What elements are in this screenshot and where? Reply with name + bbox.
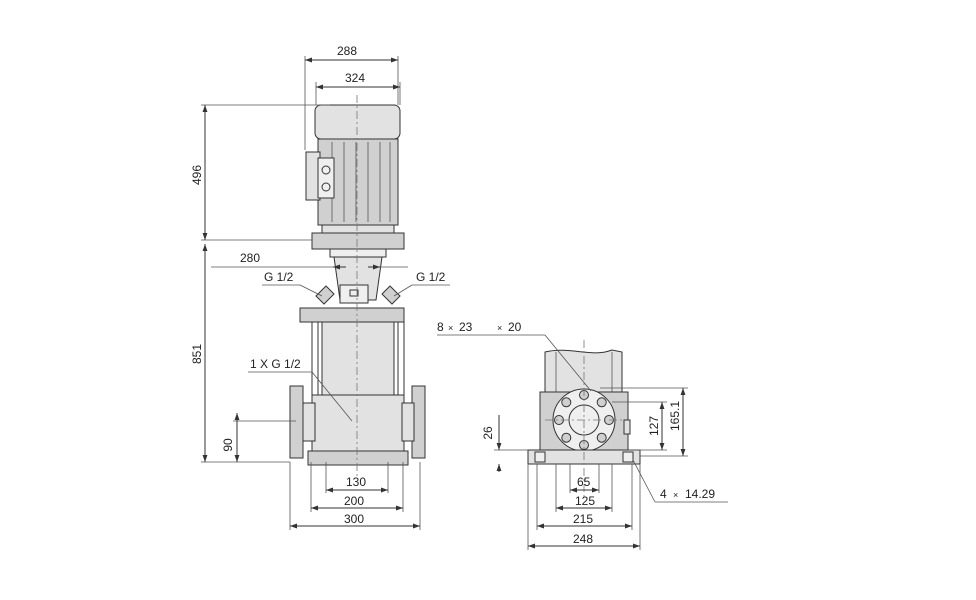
- motor: [305, 104, 405, 250]
- label-flange-holes-count: 8: [437, 320, 444, 334]
- base-foot-hole-icon: [534, 451, 546, 463]
- label-flange-holes-b: 20: [508, 320, 522, 334]
- side-sleeve: [544, 349, 623, 393]
- bolt-hole-icon: [561, 397, 572, 408]
- label-base-holes-dia: 14.29: [685, 487, 715, 501]
- outlet-neck: [401, 402, 415, 442]
- dim-90: 90: [221, 438, 235, 452]
- dim-165: 165.1: [668, 401, 682, 431]
- motor-stool-flange: [311, 232, 405, 250]
- label-flange-holes-x2: ×: [497, 323, 502, 333]
- side-view: [527, 340, 641, 500]
- dim-125: 125: [575, 494, 595, 508]
- inlet-flange: [289, 385, 304, 459]
- dimensions-front: 288 324 496 851 280 90 130 200: [190, 44, 421, 530]
- dim-300: 300: [344, 512, 364, 526]
- base-body: [311, 394, 405, 452]
- motor-flange: [321, 224, 395, 234]
- coupling-stool: [299, 248, 405, 323]
- label-base-holes-x: ×: [673, 490, 678, 500]
- base-foot-hole-icon: [622, 451, 634, 463]
- dim-280: 280: [240, 251, 260, 265]
- dim-324: 324: [345, 71, 365, 85]
- dim-248: 248: [573, 532, 593, 546]
- dim-127: 127: [647, 416, 661, 436]
- dim-215: 215: [573, 512, 593, 526]
- label-base-holes-count: 4: [660, 487, 667, 501]
- port-plug-left-icon: [315, 285, 335, 305]
- dim-288: 288: [337, 44, 357, 58]
- label-port-right: G 1/2: [416, 270, 446, 284]
- terminal-plate: [317, 157, 335, 199]
- dim-200: 200: [344, 494, 364, 508]
- dim-851: 851: [190, 344, 204, 364]
- front-view: [289, 95, 426, 478]
- dim-26: 26: [481, 426, 495, 440]
- dimensions-side: 8 × 23 × 20 26 127 165.1 65 125 215: [437, 320, 728, 550]
- pump-base: [289, 385, 426, 466]
- bolt-hole-icon: [596, 397, 607, 408]
- port-plug-right-icon: [381, 285, 401, 305]
- cable-gland-icon: [321, 165, 331, 175]
- coupling-screw-icon: [349, 289, 359, 297]
- bolt-hole-icon: [561, 432, 572, 443]
- label-drain: 1 X G 1/2: [250, 357, 301, 371]
- cable-gland-icon: [321, 182, 331, 192]
- bolt-hole-icon: [596, 432, 607, 443]
- pump-head: [299, 307, 405, 323]
- port-labels: G 1/2 G 1/2 1 X G 1/2: [248, 270, 450, 422]
- base-plate: [307, 450, 409, 466]
- motor-top-cover: [314, 104, 401, 140]
- label-port-left: G 1/2: [264, 270, 294, 284]
- label-flange-holes-a: 23: [459, 320, 473, 334]
- dim-130: 130: [346, 475, 366, 489]
- inlet-neck: [302, 402, 316, 442]
- dim-496: 496: [190, 165, 204, 185]
- coupling-guard: [339, 284, 369, 304]
- label-flange-holes-x1: ×: [448, 323, 453, 333]
- stool-ring: [329, 248, 387, 258]
- dim-65: 65: [577, 475, 591, 489]
- side-plug-icon: [623, 419, 631, 435]
